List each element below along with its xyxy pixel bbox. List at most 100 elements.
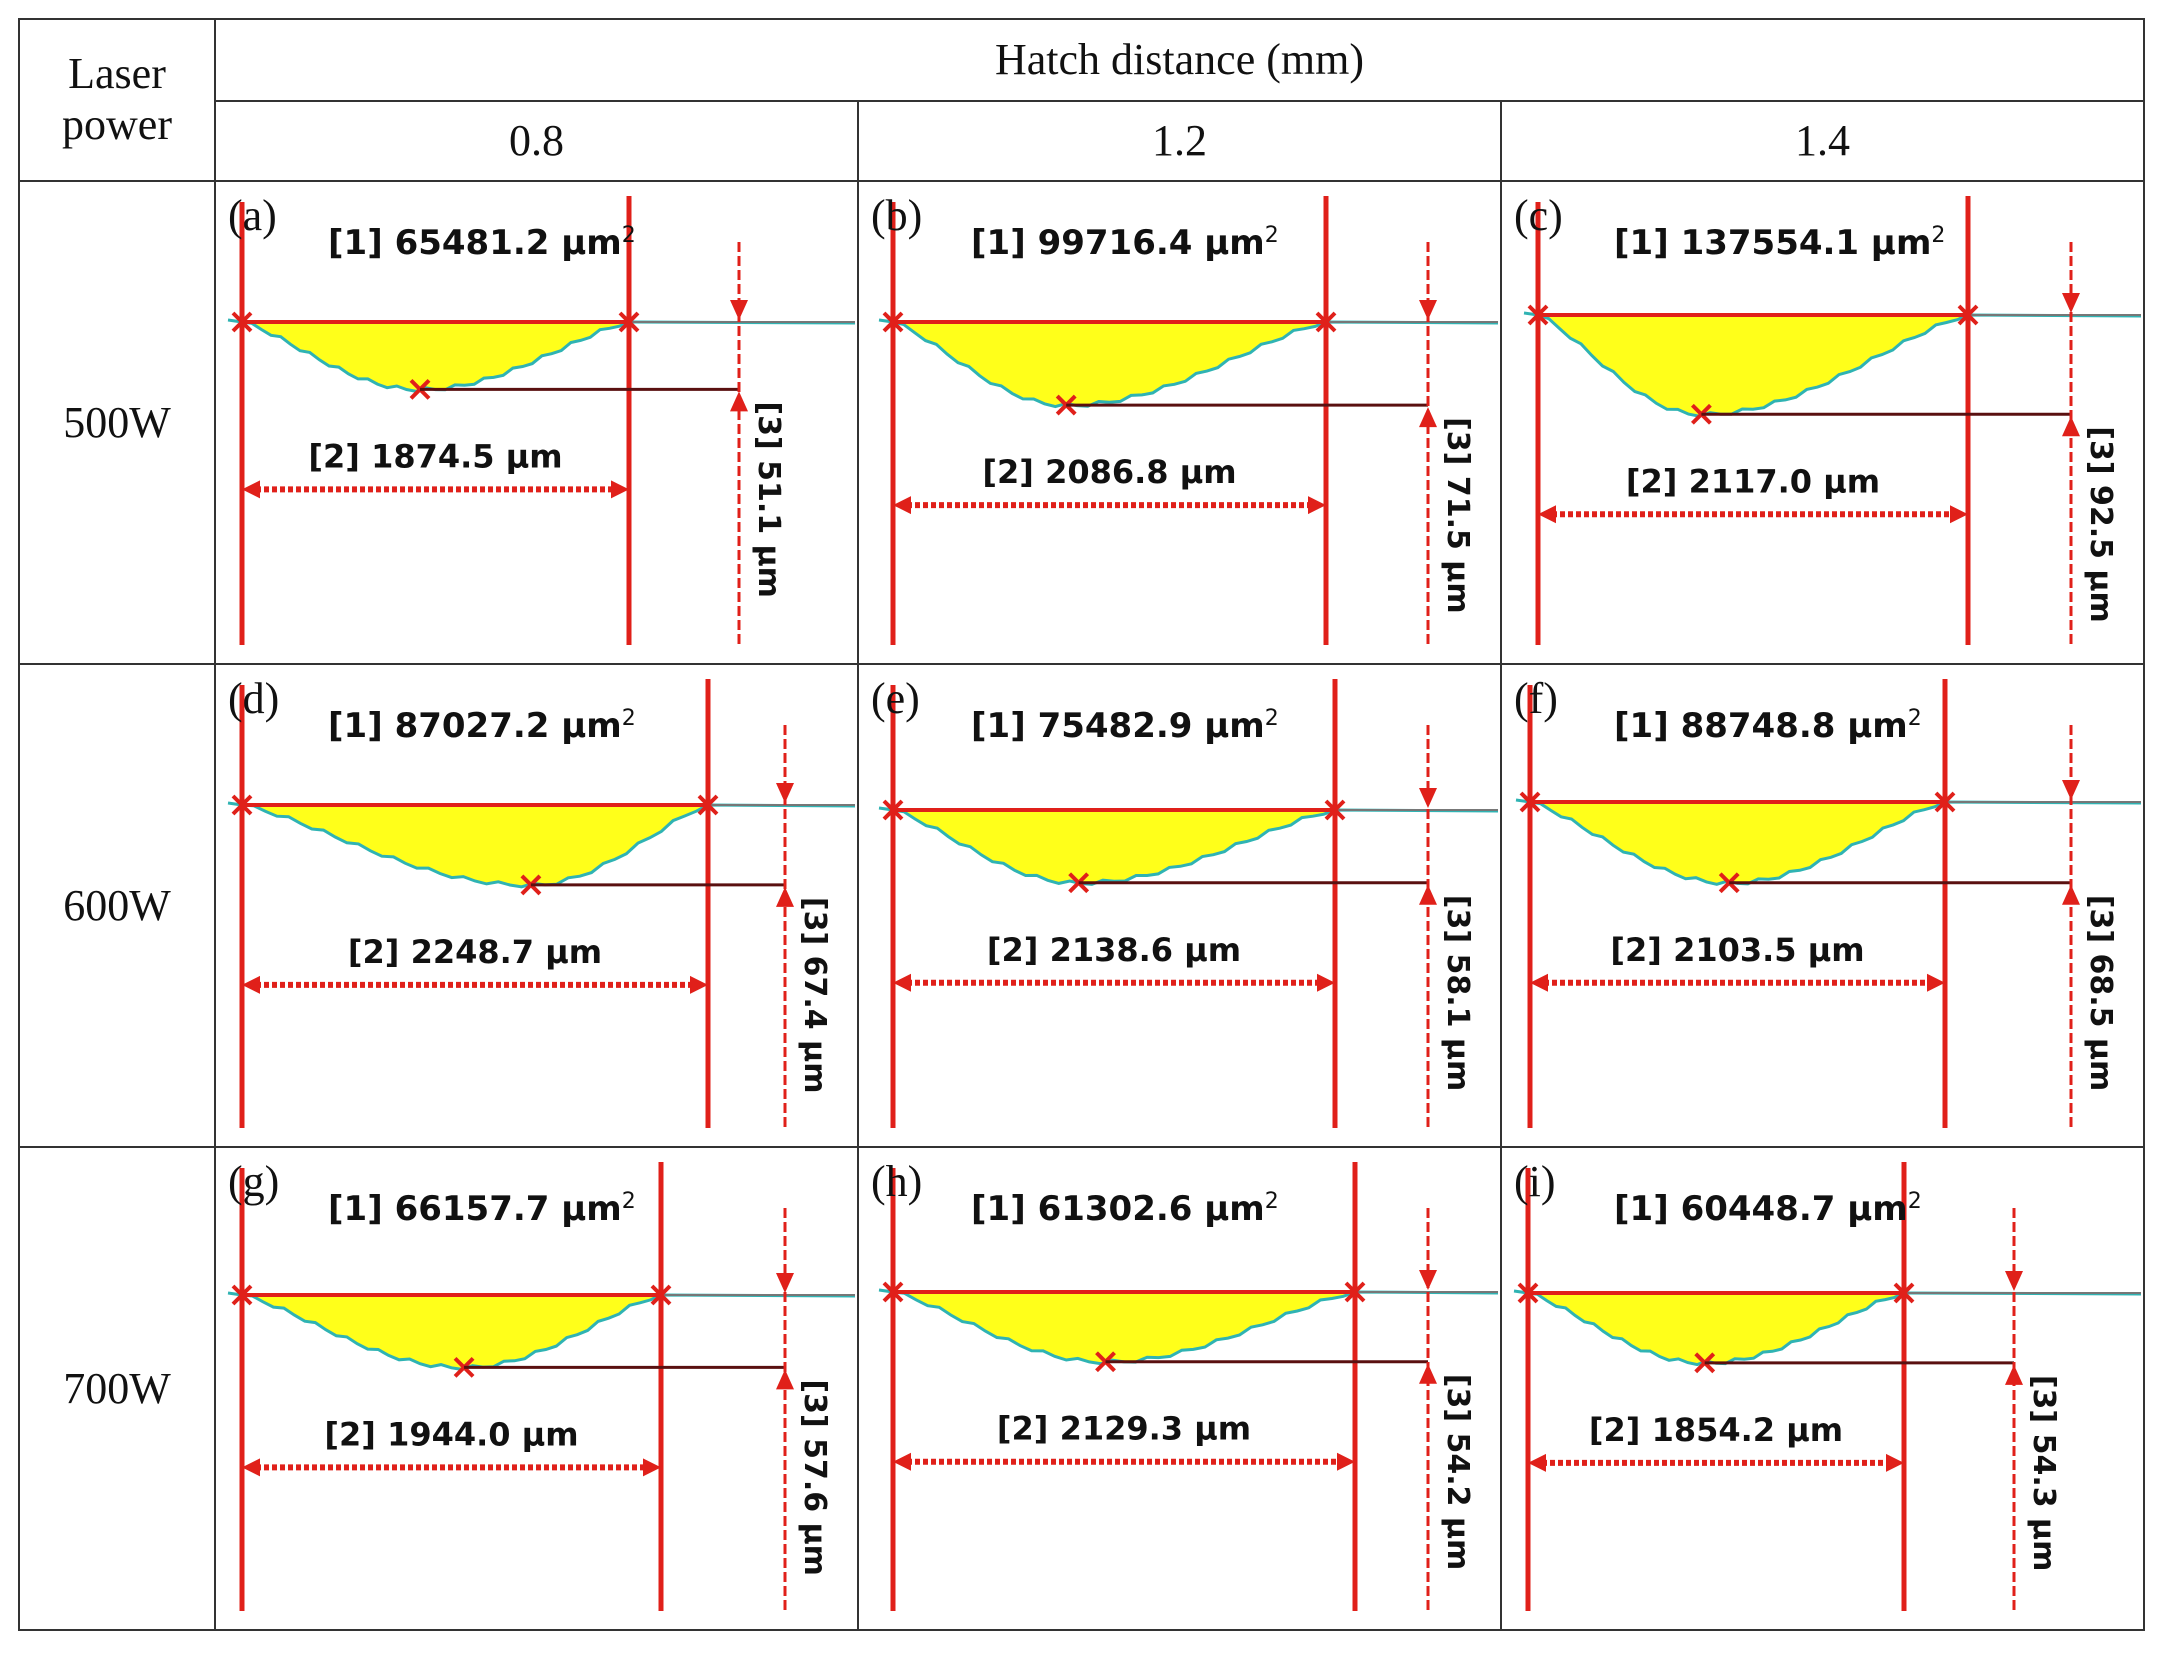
left-edge-marker [1519,791,1541,813]
width-arrow-left [242,975,260,994]
panel-letter: (c) [1514,191,1563,240]
melt-pool-area [242,1295,661,1370]
depth-label: [3] 71.5 μm [1440,417,1475,614]
corner-label-line1: Laser [68,49,166,99]
depth-label: [3] 58.1 μm [1440,895,1475,1092]
panel-e: [1] 75482.9 μm2[2] 2138.6 μm[3] 58.1 μm(… [857,663,1502,1148]
left-edge-marker [882,799,904,821]
column-header-0: 0.8 [214,100,859,182]
area-label: [1] 66157.7 μm2 [328,1189,636,1230]
panel-f: [1] 88748.8 μm2[2] 2103.5 μm[3] 68.5 μm(… [1500,663,2145,1148]
width-arrow-right [1317,973,1335,992]
panel-letter: (i) [1514,1157,1556,1206]
melt-pool-area [893,810,1335,885]
melt-pool-diagram: [1] 99716.4 μm2 [2] 2086.8 μm [3] 71.5 μm [878,196,1499,645]
width-label: [2] 1874.5 μm [308,437,562,475]
corner-header: Laser power [18,18,216,182]
depth-arrow-up [2062,416,2080,437]
area-label: [1] 88748.8 μm2 [1614,706,1922,747]
deepest-point-marker [1055,394,1077,416]
surface-profile-line [1523,311,2142,418]
depth-arrow-down [2062,780,2080,800]
width-arrow-right [1308,496,1326,515]
depth-label: [3] 68.5 μm [2083,895,2118,1092]
right-edge-marker [697,794,719,816]
width-label: [2] 2117.0 μm [1626,462,1880,500]
panel-a: [1] 65481.2 μm2[2] 1874.5 μm[3] 51.1 μm(… [214,180,859,665]
surface-profile-line [227,1291,856,1371]
right-edge-marker [618,311,640,333]
width-label: [2] 2248.7 μm [348,933,602,971]
depth-arrow-up [1419,1363,1437,1384]
depth-arrow-down [1419,788,1437,808]
width-label: [2] 2138.6 μm [987,931,1241,969]
depth-arrow-up [776,886,794,907]
melt-pool-diagram: [1] 75482.9 μm2 [2] 2138.6 μm [3] 58.1 μm [878,679,1499,1128]
melt-pool-diagram: [1] 60448.7 μm2[2] 1854.2 μm[3] 54.3 μm [1513,1162,2142,1611]
row-label-700w: 700W [18,1146,216,1631]
panel-letter: (g) [228,1157,280,1206]
left-edge-marker [1517,1282,1539,1304]
depth-arrow-down [776,1273,794,1293]
area-label: [1] 137554.1 μm2 [1614,223,1945,264]
right-edge-marker [1315,311,1337,333]
depth-arrow-up [776,1369,794,1390]
melt-pool-diagram: [1] 66157.7 μm2[2] 1944.0 μm[3] 57.6 μm [227,1162,856,1611]
melt-pool-area [893,322,1326,407]
width-arrow-left [893,1452,911,1471]
figure-table: Laser power Hatch distance (mm) 0.8 1.2 … [18,18,2145,1631]
surface-profile-line [878,318,1499,409]
melt-pool-diagram: [1] 137554.1 μm2 [2] 2117.0 μm [3] 92.5 μm [1523,196,2142,645]
depth-arrow-down [1419,1270,1437,1290]
depth-label: [3] 67.4 μm [797,897,832,1094]
depth-label: [3] 51.1 μm [751,401,786,598]
area-label: [1] 99716.4 μm2 [971,223,1279,264]
panel-letter: (h) [871,1157,923,1206]
deepest-point-marker [1718,872,1740,894]
depth-arrow-up [2062,884,2080,905]
panel-letter: (b) [871,191,923,240]
melt-pool-diagram: [1] 87027.2 μm2 [2] 2248.7 μm [3] 67.4 μm [227,679,856,1128]
melt-pool-area [242,322,629,392]
corner-label-line2: power [62,100,172,149]
depth-arrow-up [1419,407,1437,428]
width-arrow-right [1886,1453,1904,1472]
left-edge-marker [231,1284,253,1306]
column-header-1: 1.2 [857,100,1502,182]
melt-pool-area [242,805,708,887]
right-edge-marker [1893,1282,1915,1304]
area-label: [1] 75482.9 μm2 [971,706,1279,747]
melt-pool-area [893,1292,1355,1364]
panel-g: [1] 66157.7 μm2[2] 1944.0 μm[3] 57.6 μm(… [214,1146,859,1631]
melt-pool-area [1538,315,1968,417]
left-edge-marker [231,311,253,333]
row-label-600w: 600W [18,663,216,1148]
width-arrow-right [611,480,629,499]
width-arrow-right [643,1458,661,1477]
width-arrow-right [1950,505,1968,524]
depth-arrow-down [2062,293,2080,313]
depth-arrow-down [776,783,794,803]
depth-arrow-down [2005,1271,2023,1291]
area-label: [1] 61302.6 μm2 [971,1189,1279,1230]
panel-letter: (a) [228,191,277,240]
right-edge-marker [1324,799,1346,821]
column-header-2: 1.4 [1500,100,2145,182]
row-label-500w: 500W [18,180,216,665]
width-arrow-right [1337,1452,1355,1471]
area-label: [1] 87027.2 μm2 [328,706,636,747]
width-label: [2] 2086.8 μm [982,453,1236,491]
panel-h: [1] 61302.6 μm2[2] 2129.3 μm[3] 54.2 μm(… [857,1146,1502,1631]
left-edge-marker [231,794,253,816]
depth-label: [3] 92.5 μm [2083,426,2118,623]
width-arrow-right [690,975,708,994]
melt-pool-diagram: [1] 61302.6 μm2[2] 2129.3 μm[3] 54.2 μm [878,1162,1499,1611]
width-label: [2] 1944.0 μm [324,1415,578,1453]
surface-profile-line [227,801,856,889]
depth-arrow-up [730,391,748,412]
melt-pool-area [1528,1293,1904,1365]
left-edge-marker [882,311,904,333]
width-arrow-left [1530,973,1548,992]
melt-pool-area [1530,802,1945,885]
width-arrow-right [1927,973,1945,992]
